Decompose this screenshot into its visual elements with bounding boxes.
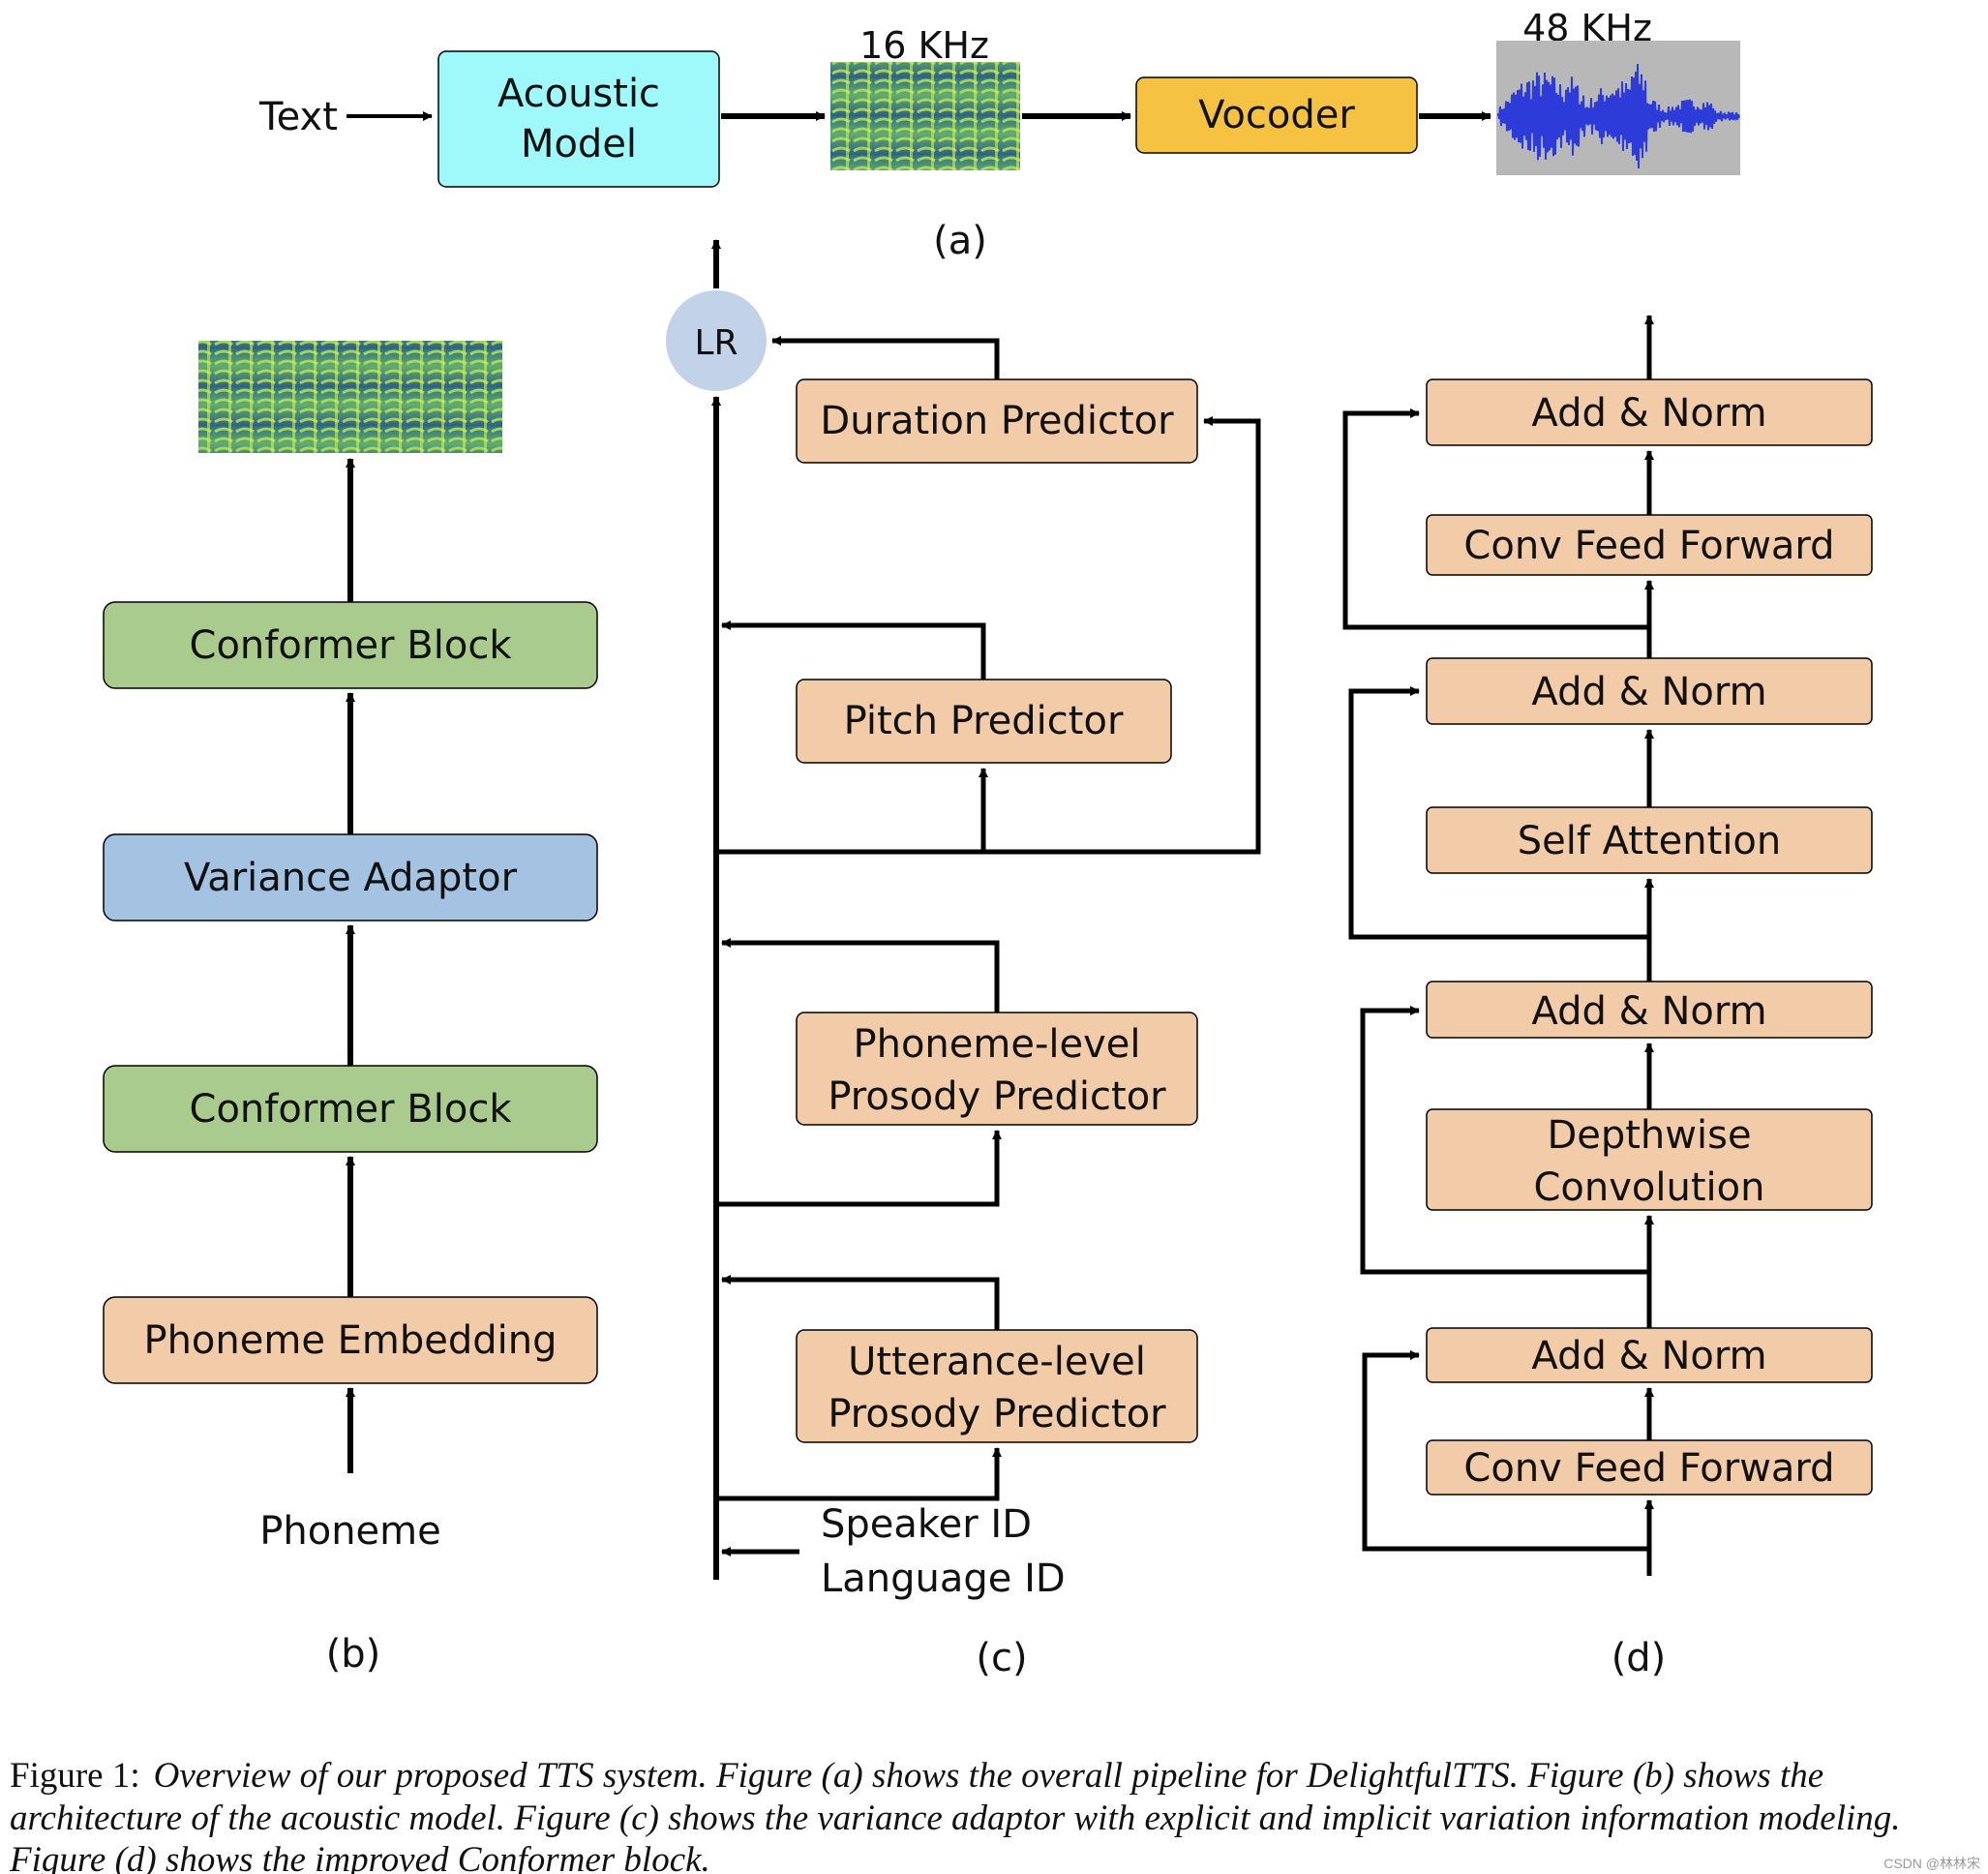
residual-skip-1 [1342,408,1649,630]
arrow-utterance-prosody-to-trunk [721,1275,1000,1330]
depthwise-convolution-box [1426,1108,1873,1211]
duration-predictor-label: Duration Predictor [820,399,1174,443]
phoneme-prosody-label-line1: Phoneme-level [853,1022,1140,1067]
add-norm-2-label: Add & Norm [1531,670,1766,714]
caption-prefix: Figure 1: [10,1756,140,1796]
residual-skip-2 [1348,686,1649,940]
acoustic-model-label-line1: Acoustic [497,72,660,116]
arrow-pitch-to-trunk [721,620,986,680]
add-norm-3-box [1426,981,1873,1039]
rate-16khz-label: 16 KHz [859,24,989,67]
panel-d: Add & Norm Conv Feed Forward Add & Norm … [1342,315,1873,1680]
self-attention-label: Self Attention [1518,819,1782,863]
panel-a-label: (a) [933,219,987,263]
panel-b-label: (b) [326,1632,381,1677]
caption-line-2: architecture of the acoustic model. Figu… [10,1798,1901,1838]
utterance-prosody-label-line1: Utterance-level [848,1340,1146,1384]
add-norm-4-box [1426,1327,1873,1383]
watermark: CSDN @林林宋 [1883,1856,1980,1871]
figure-caption: Figure 1: Overview of our proposed TTS sy… [9,1756,1901,1874]
phoneme-embedding-box [103,1296,598,1384]
utterance-prosody-label-line2: Prosody Predictor [828,1392,1166,1436]
conv-feed-forward-bottom-box [1426,1439,1873,1496]
conformer-block-bottom [103,1065,598,1153]
panel-a: Text Acoustic Model 16 KHz Vocoder 48 KH… [258,7,1740,263]
phoneme-embedding-label: Phoneme Embedding [143,1318,557,1363]
length-regulator-node [666,290,767,391]
mel-spectrogram-16khz [830,62,1020,170]
conformer-block-top [103,601,598,689]
residual-skip-4 [1362,1350,1649,1552]
add-norm-1-label: Add & Norm [1531,391,1766,436]
pitch-predictor-label: Pitch Predictor [844,699,1124,743]
vocoder-label: Vocoder [1198,93,1355,137]
arrow-phoneme-prosody-to-trunk [721,938,1000,1013]
conformer-block-top-label: Conformer Block [190,623,513,668]
caption-line-3: Figure (d) shows the improved Conformer … [9,1840,710,1874]
vocoder-box [1135,76,1418,154]
self-attention-box [1426,806,1873,874]
acoustic-model-label-line2: Model [521,122,637,166]
length-regulator-label: LR [694,323,738,363]
caption-line-1: Figure 1: Overview of our proposed TTS sy… [10,1756,1823,1796]
add-norm-3-label: Add & Norm [1531,989,1766,1034]
speaker-id-label: Speaker ID [821,1502,1032,1547]
panel-b: Conformer Block Variance Adaptor Conform… [103,341,598,1677]
panel-c: LR Duration Predictor Pitch Predictor Ph… [666,239,1261,1680]
panel-d-label: (d) [1611,1636,1667,1680]
depthwise-label-line2: Convolution [1534,1165,1765,1210]
phoneme-input-label: Phoneme [259,1509,440,1554]
add-norm-1-box [1426,378,1873,446]
phoneme-prosody-label-line2: Prosody Predictor [828,1074,1166,1119]
conv-feed-forward-top-label: Conv Feed Forward [1463,524,1834,568]
arrow-duration-to-lr [771,336,1000,379]
arrow-trunk-to-utterance-prosody [716,1447,1002,1501]
waveform-48khz [1497,63,1740,169]
variance-adaptor-box [103,833,598,922]
depthwise-label-line1: Depthwise [1547,1113,1751,1158]
variance-adaptor-label: Variance Adaptor [184,856,518,900]
panel-c-label: (c) [976,1636,1027,1680]
acoustic-model-box [437,50,720,188]
conformer-block-bottom-label: Conformer Block [190,1087,513,1132]
add-norm-2-box [1426,657,1873,725]
language-id-label: Language ID [821,1557,1066,1601]
conv-feed-forward-top-box [1426,514,1873,576]
conv-feed-forward-bottom-label: Conv Feed Forward [1463,1446,1834,1491]
text-input-label: Text [258,95,338,139]
arrow-trunk-to-duration [716,416,1261,855]
add-norm-4-label: Add & Norm [1531,1334,1766,1378]
arrow-trunk-to-phoneme-prosody [716,1130,1002,1207]
residual-skip-3 [1360,1006,1649,1275]
caption-line-1-text: Overview of our proposed TTS system. Fig… [154,1756,1824,1796]
output-mel-spectrogram [198,341,502,453]
